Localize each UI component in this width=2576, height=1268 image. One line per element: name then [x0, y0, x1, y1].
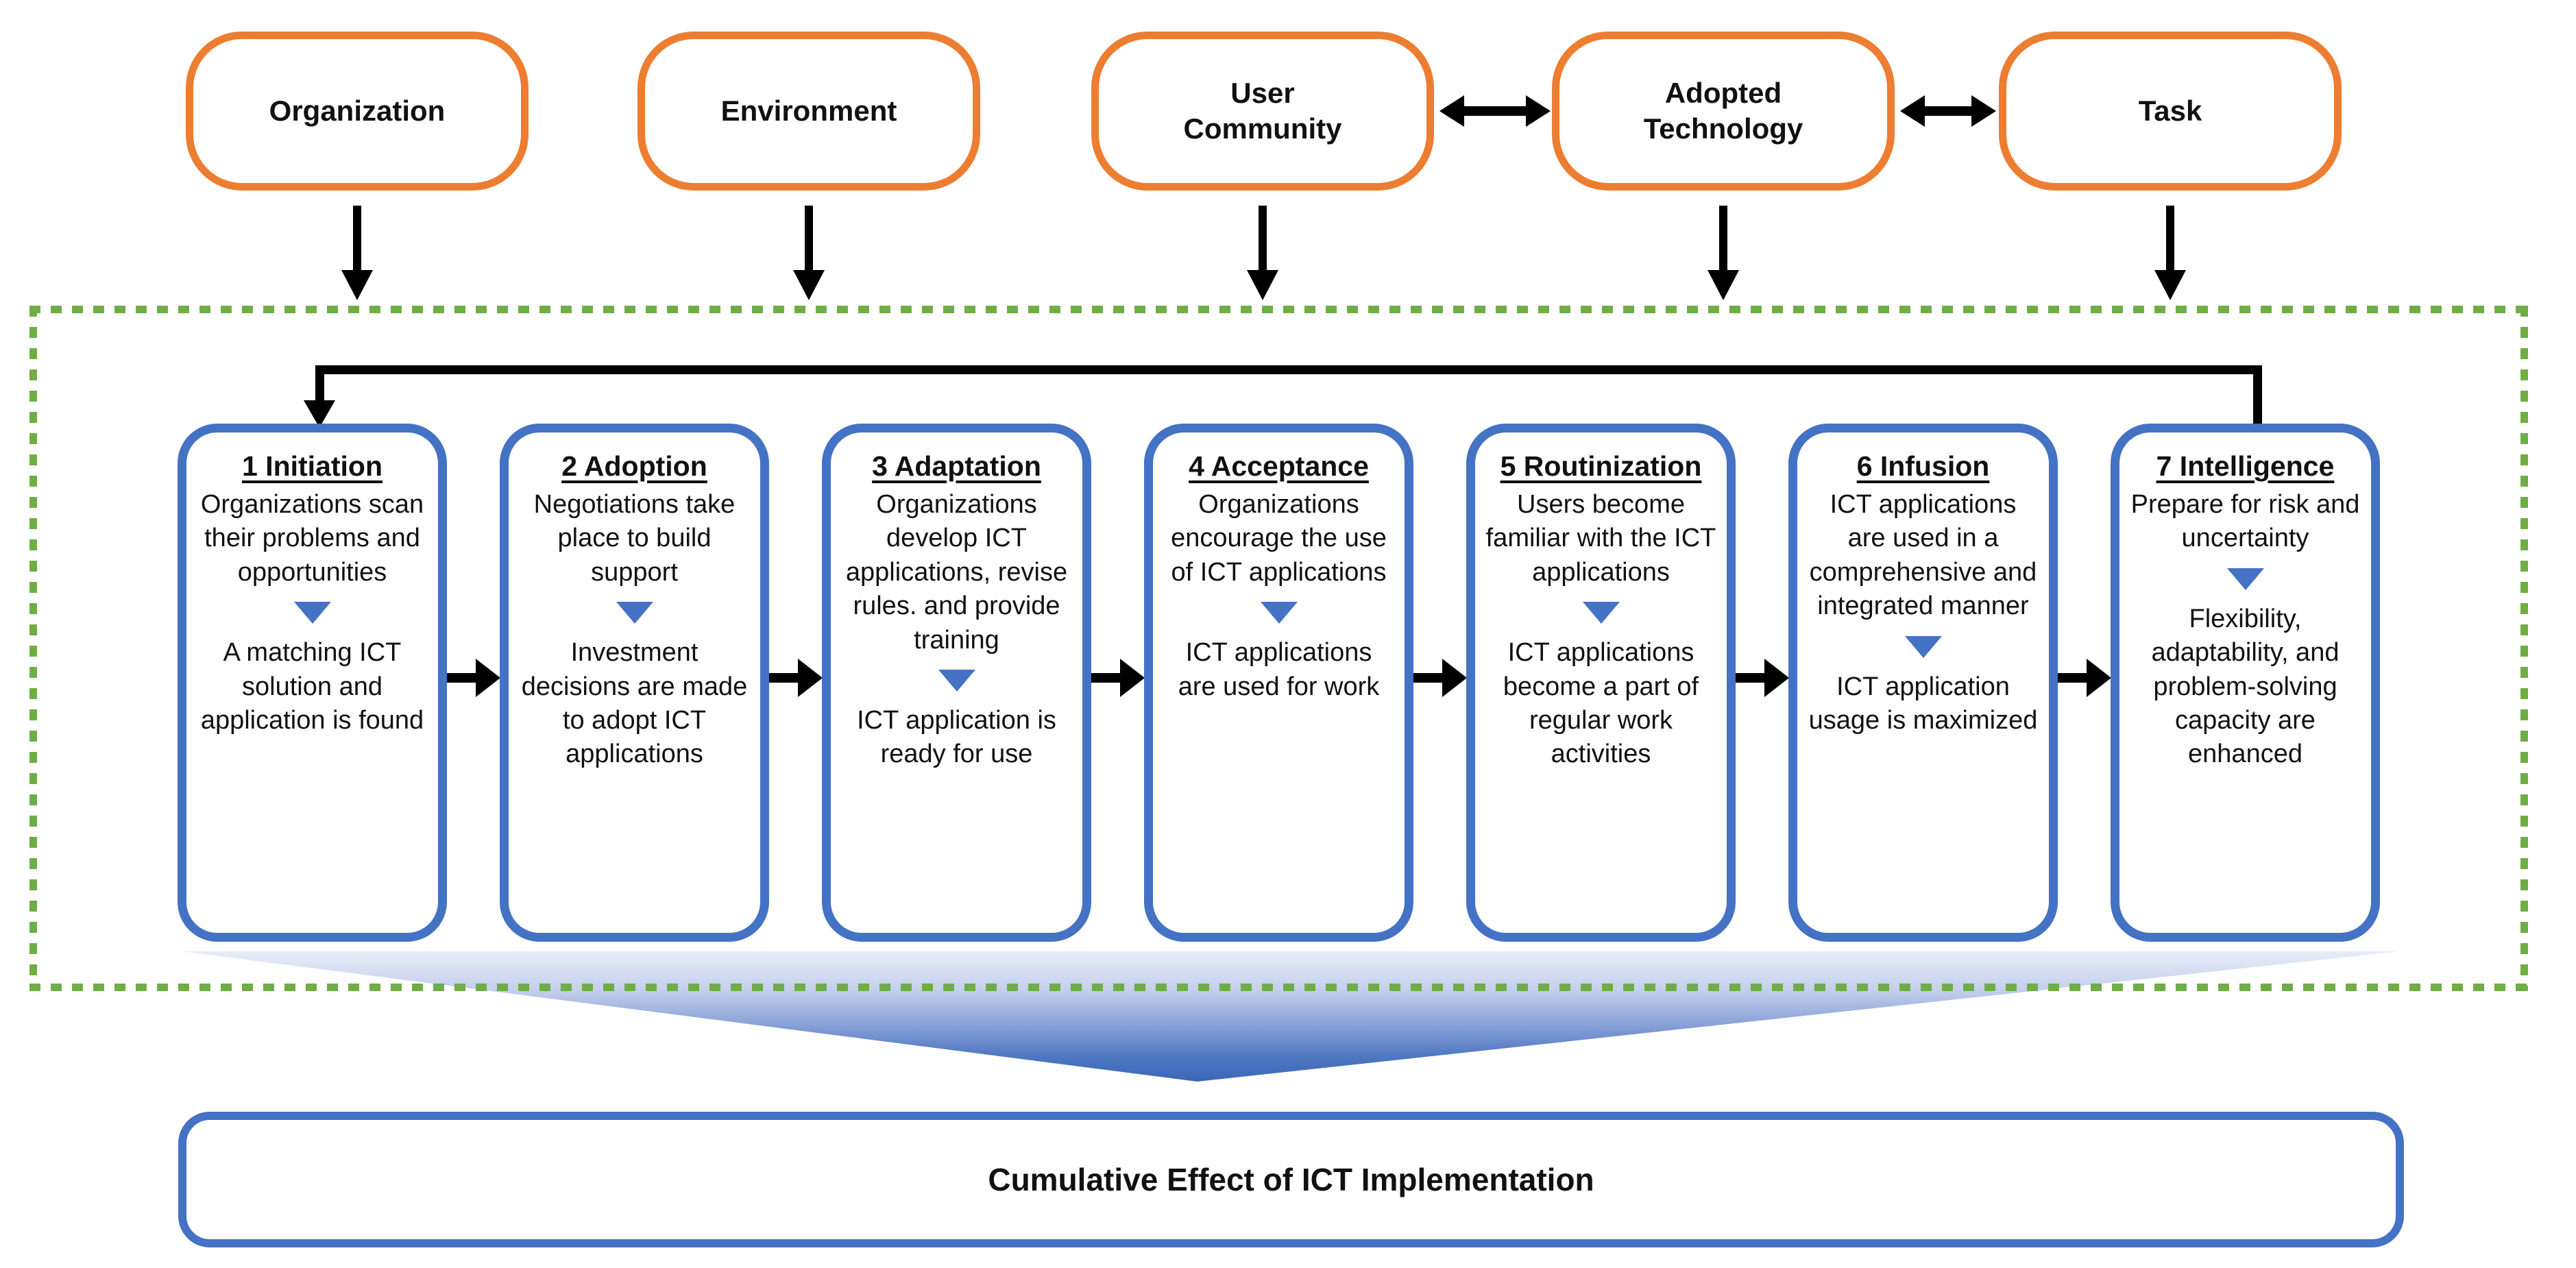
down-triangle-icon [293, 602, 331, 624]
down-triangle-icon [616, 602, 653, 624]
stage-box-infusion: 6 Infusion ICT applications are used in … [1788, 424, 2058, 942]
stage-phase1: Organizations encourage the use of ICT a… [1171, 490, 1387, 587]
stage-phase2: Flexibility, adaptability, and problem-s… [2151, 604, 2340, 769]
factor-pill-adopted-technology: Adopted Technology [1552, 32, 1895, 191]
down-arrow-icon [341, 206, 373, 303]
stage-phase2: ICT application is ready for use [857, 705, 1056, 769]
stage-phase2: ICT applications become a part of regula… [1503, 638, 1699, 769]
arrow-head [1764, 659, 1789, 697]
arrow-head [1708, 270, 1739, 300]
down-triangle-icon [1260, 602, 1298, 624]
down-triangle-icon [1582, 602, 1620, 624]
stage-phase1: Negotiations take place to build support [533, 490, 736, 587]
stage-phase2: Investment decisions are made to adopt I… [521, 638, 748, 769]
arrow-head [341, 270, 373, 300]
flow-arrow-icon [768, 659, 823, 697]
stage-box-routinization: 5 Routinization Users become familiar wi… [1466, 424, 1736, 942]
funnel-shape [182, 951, 2399, 1082]
arrow-right-head [1971, 95, 1996, 127]
factor-label: Task [2138, 94, 2202, 127]
stage-phase1: Prepare for risk and uncertainty [2130, 490, 2360, 553]
process-frame-right [2520, 306, 2528, 991]
factor-label: Adopted Technology [1643, 76, 1803, 145]
stage-title: 7 Intelligence [2156, 450, 2335, 482]
arrow-head [798, 659, 823, 697]
stage-phase2: ICT application usage is maximized [1808, 672, 2038, 735]
arrow-shaft [1090, 673, 1121, 683]
stage-phase2: A matching ICT solution and application … [200, 638, 424, 735]
stage-title: 1 Initiation [242, 450, 382, 482]
stage-box-adaptation: 3 Adaptation Organizations develop ICT a… [822, 424, 1091, 942]
arrow-bar [1919, 106, 1977, 116]
factor-label: Organization [269, 94, 446, 127]
down-arrow-icon [1247, 206, 1278, 303]
stage-box-adoption: 2 Adoption Negotiations take place to bu… [500, 424, 769, 942]
arrow-shaft [2056, 673, 2088, 683]
arrow-shaft [805, 206, 813, 273]
down-triangle-icon [938, 669, 975, 692]
stage-box-intelligence: 7 Intelligence Prepare for risk and unce… [2111, 424, 2380, 942]
feedback-connector-left-drop [315, 365, 324, 402]
factor-pill-user-community: User Community [1091, 32, 1434, 191]
stage-title: 5 Routinization [1500, 450, 1702, 482]
arrow-bar [1459, 106, 1531, 116]
stage-title: 2 Adoption [561, 450, 707, 482]
down-triangle-icon [1904, 635, 1942, 658]
stage-phase2: ICT applications are used for work [1178, 638, 1380, 701]
process-frame-left [29, 306, 37, 991]
arrow-head [1120, 659, 1145, 697]
factor-pill-task: Task [1999, 32, 2342, 191]
feedback-connector-horizontal [315, 365, 2262, 374]
stage-phase1: Users become familiar with the ICT appli… [1485, 490, 1716, 587]
arrow-head [1442, 659, 1467, 697]
factor-pill-organization: Organization [186, 32, 528, 191]
feedback-connector-right-rise [2253, 365, 2262, 428]
double-arrow-icon [1900, 95, 1996, 127]
arrow-shaft [2166, 206, 2174, 273]
stage-title: 6 Infusion [1856, 450, 1990, 482]
process-frame-top [29, 306, 2528, 313]
stage-box-acceptance: 4 Acceptance Organizations encourage the… [1144, 424, 1413, 942]
arrow-shaft [1259, 206, 1267, 273]
factor-label: User Community [1183, 76, 1342, 145]
arrow-shaft [353, 206, 361, 273]
stage-phase1: Organizations develop ICT applications, … [845, 490, 1068, 655]
down-triangle-icon [2226, 568, 2264, 590]
stage-phase1: Organizations scan their problems and op… [200, 490, 424, 587]
factor-pill-environment: Environment [637, 32, 980, 191]
flow-arrow-icon [446, 659, 500, 697]
arrow-shaft [1719, 206, 1727, 273]
arrow-head [1247, 270, 1278, 300]
arrow-shaft [768, 673, 799, 683]
arrow-shaft [1734, 673, 1766, 683]
flow-arrow-icon [2056, 659, 2111, 697]
arrow-head [793, 270, 825, 300]
factor-label: Environment [720, 94, 897, 127]
flow-arrow-icon [1734, 659, 1789, 697]
process-frame-bottom [29, 984, 2528, 991]
double-arrow-icon [1439, 95, 1551, 127]
flow-arrow-icon [1090, 659, 1145, 697]
arrow-right-head [1526, 95, 1551, 127]
arrow-head [2087, 659, 2111, 697]
arrow-head [2154, 270, 2186, 300]
cumulative-effect-box: Cumulative Effect of ICT Implementation [178, 1112, 2404, 1247]
stage-title: 4 Acceptance [1189, 450, 1369, 482]
stage-title: 3 Adaptation [872, 450, 1041, 482]
down-arrow-icon [1708, 206, 1739, 303]
down-arrow-icon [793, 206, 825, 303]
cumulative-effect-label: Cumulative Effect of ICT Implementation [988, 1162, 1594, 1197]
stage-box-initiation: 1 Initiation Organizations scan their pr… [178, 424, 447, 942]
arrow-head [476, 659, 500, 697]
feedback-arrow-head [304, 400, 335, 428]
down-arrow-icon [2154, 206, 2186, 303]
arrow-shaft [1412, 673, 1444, 683]
stage-phase1: ICT applications are used in a comprehen… [1809, 490, 2037, 621]
flow-arrow-icon [1412, 659, 1467, 697]
arrow-shaft [446, 673, 477, 683]
